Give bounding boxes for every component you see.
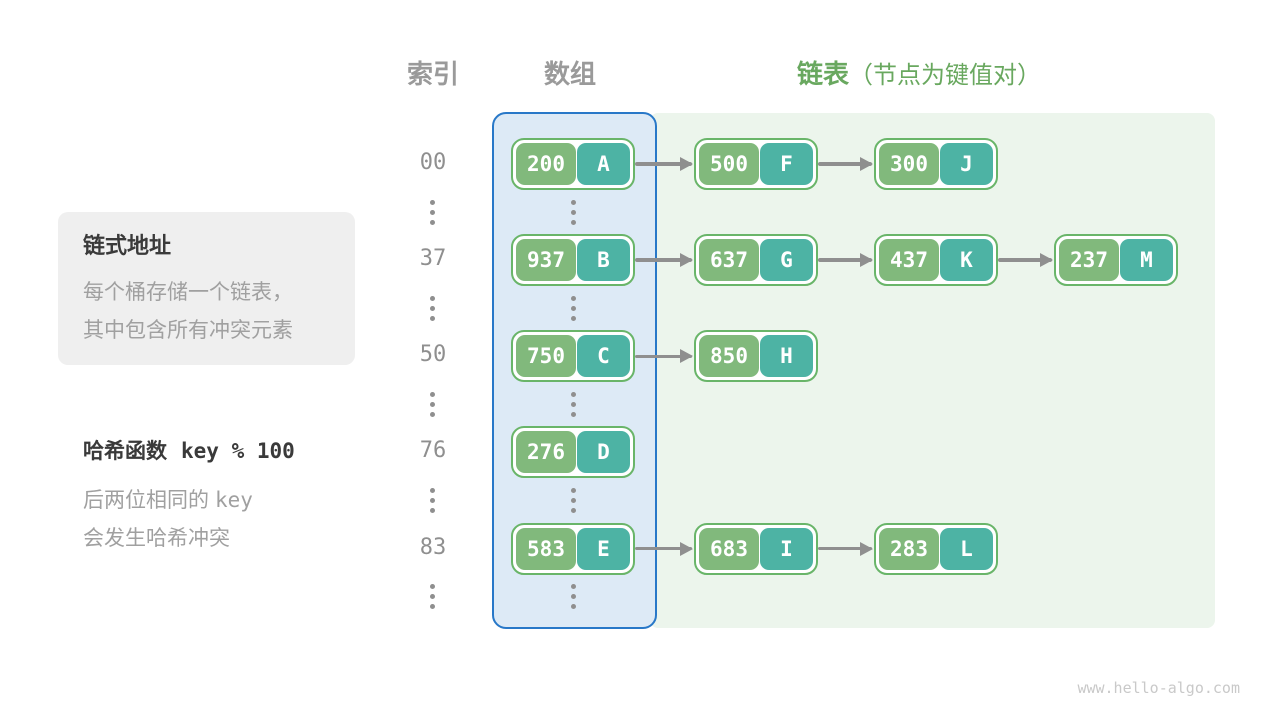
arrow — [818, 258, 872, 262]
node-key: 437 — [879, 239, 939, 282]
node-value: G — [760, 239, 813, 282]
node-key: 850 — [699, 335, 759, 378]
arrow — [818, 162, 872, 166]
arrow — [818, 546, 872, 551]
info-box-title: 链式地址 — [83, 233, 172, 258]
arrow — [635, 354, 692, 358]
ellipsis-dots — [430, 582, 435, 612]
arrow — [635, 258, 692, 262]
node-key: 300 — [879, 143, 939, 185]
column-header-list: 链表 — [797, 59, 850, 89]
node-key: 637 — [699, 239, 759, 282]
node-key: 583 — [516, 527, 576, 570]
ellipsis-dots — [571, 197, 576, 227]
watermark: www.hello-algo.com — [1077, 679, 1240, 697]
node-value: J — [940, 143, 993, 185]
arrow — [998, 258, 1052, 262]
node-key: 683 — [699, 527, 759, 570]
chaining-info-box: 链式地址 每个桶存储一个链表， 其中包含所有冲突元素 — [58, 212, 355, 365]
column-header-list-note: （节点为键值对） — [849, 62, 1042, 89]
arrow — [635, 162, 692, 166]
ellipsis-dots — [571, 389, 576, 419]
ellipsis-dots — [430, 293, 435, 323]
hash-function-code: key % 100 — [181, 439, 295, 463]
info-box-line-1: 每个桶存储一个链表， — [83, 281, 293, 304]
column-header-index: 索引 — [406, 59, 459, 89]
node-key: 200 — [516, 143, 576, 185]
node-value: A — [577, 143, 630, 185]
column-header-list-group: 链表（节点为键值对） — [797, 54, 1041, 91]
hash-note-line-2: 会发生哈希冲突 — [83, 527, 230, 550]
node-key: 937 — [516, 239, 576, 282]
ellipsis-dots — [430, 197, 435, 227]
ellipsis-dots — [571, 293, 576, 323]
node-value: K — [940, 239, 993, 282]
node-value: I — [760, 527, 813, 570]
bucket-index: 83 — [419, 534, 447, 560]
node-key: 276 — [516, 431, 576, 474]
node-value: C — [577, 335, 630, 378]
ellipsis-dots — [430, 485, 435, 515]
bucket-index: 76 — [419, 438, 447, 464]
ellipsis-dots — [430, 389, 435, 419]
node-key: 237 — [1059, 239, 1119, 282]
ellipsis-dots — [571, 485, 576, 515]
node-key: 750 — [516, 335, 576, 378]
hash-function-label: 哈希函数 — [83, 440, 167, 463]
bucket-index: 50 — [419, 342, 447, 368]
column-header-array: 数组 — [543, 59, 596, 89]
arrow — [635, 546, 692, 551]
ellipsis-dots — [571, 582, 576, 612]
bucket-index: 37 — [419, 246, 447, 272]
node-value: F — [760, 143, 813, 185]
node-key: 283 — [879, 527, 939, 570]
node-value: M — [1120, 239, 1173, 282]
node-value: H — [760, 335, 813, 378]
bucket-index: 00 — [419, 150, 447, 175]
node-value: E — [577, 527, 630, 570]
node-value: B — [577, 239, 630, 282]
node-value: D — [577, 431, 630, 474]
hash-function-title: 哈希函数 key % 100 — [83, 435, 295, 465]
node-key: 500 — [699, 143, 759, 185]
node-value: L — [940, 527, 993, 570]
info-box-line-2: 其中包含所有冲突元素 — [83, 319, 293, 342]
